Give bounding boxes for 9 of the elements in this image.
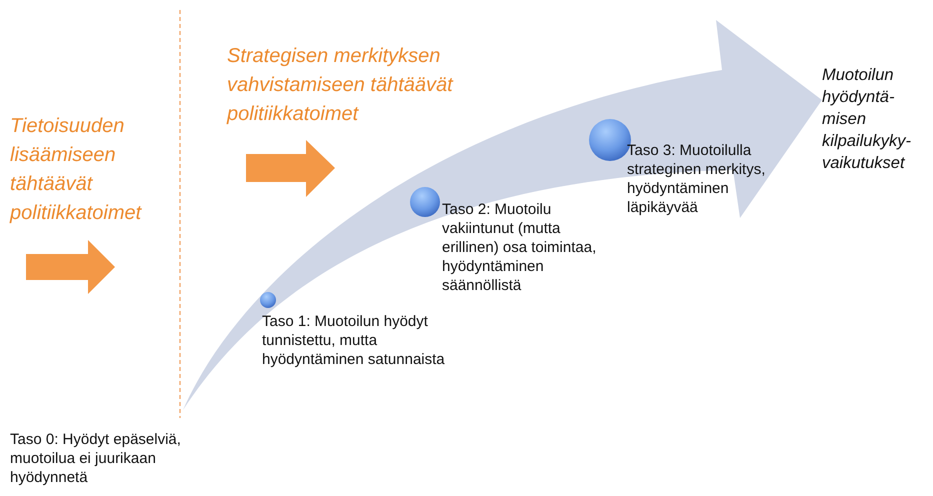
policy-heading: Tietoisuuden lisäämiseen tähtäävät politiikkatoimet bbox=[10, 114, 143, 226]
level-description: Taso 3: Muotoilulla strateginen merkitys, hyödyntäminen läpikäyvää bbox=[627, 141, 766, 217]
level-description: Taso 0: Hyödyt epäselviä, muotoilua ei juurikaan hyödynnetä bbox=[10, 430, 182, 487]
sphere-marker bbox=[410, 187, 440, 217]
policy-heading: Strategisen merkityksen vahvistamiseen tähtäävät politiikkatoimet bbox=[227, 44, 454, 127]
outcome-label: Muotoilun hyödyntä- misen kilpailukyky- vaikutukset bbox=[822, 65, 912, 174]
level-description: Taso 2: Muotoilu vakiintunut (mutta erillinen) osa toimintaa, hyödyntäminen säännöllistä bbox=[442, 200, 598, 295]
level-description: Taso 1: Muotoilun hyödyt tunnistettu, mutta hyödyntäminen satunnaista bbox=[262, 312, 446, 369]
sphere-marker bbox=[260, 292, 276, 308]
